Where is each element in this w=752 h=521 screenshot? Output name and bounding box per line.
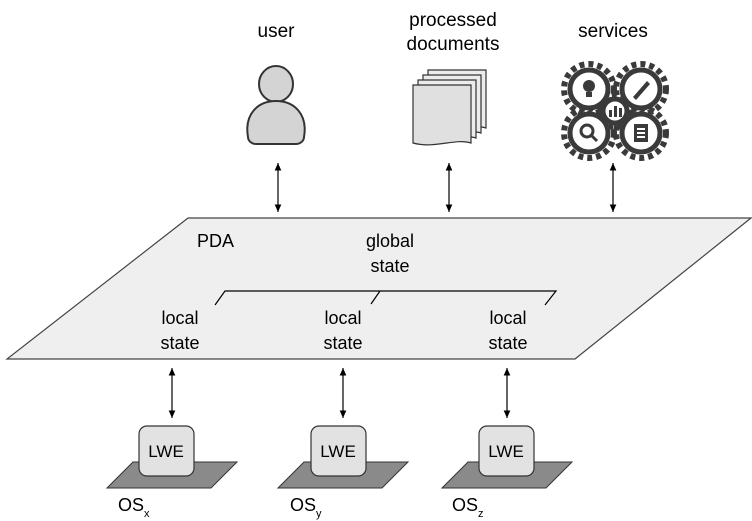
pda-title: PDA [197,231,234,251]
local-state-x-line1: local [161,308,198,328]
bottom-connectors [168,368,511,418]
user-icon [246,65,306,145]
services-label: services [578,21,648,42]
local-state-x-line2: state [160,333,199,353]
global-state-line2: state [370,256,409,276]
local-state-y-line1: local [324,308,361,328]
documents-icon [412,69,487,146]
lwe-label: LWE [320,442,356,461]
lwe-box-z: LWE [478,425,535,477]
state-bracket [214,290,558,306]
global-state-line1: global [366,231,414,251]
local-state-z-line1: local [489,308,526,328]
os-y-label: OSy [290,495,322,520]
user-label: user [258,21,296,42]
lwe-box-x: LWE [138,425,195,477]
os-x-label: OSx [118,495,150,520]
documents-label-line1: processed [409,10,497,31]
top-connectors [274,163,617,212]
lwe-label: LWE [148,442,184,461]
local-state-y-line2: state [323,333,362,353]
services-gears-icon [561,61,669,161]
pda-platform [5,217,752,360]
lwe-box-y: LWE [310,425,367,477]
lwe-label: LWE [488,442,524,461]
os-z-label: OSz [452,495,484,520]
documents-label-line2: documents [407,34,500,55]
local-state-z-line2: state [488,333,527,353]
